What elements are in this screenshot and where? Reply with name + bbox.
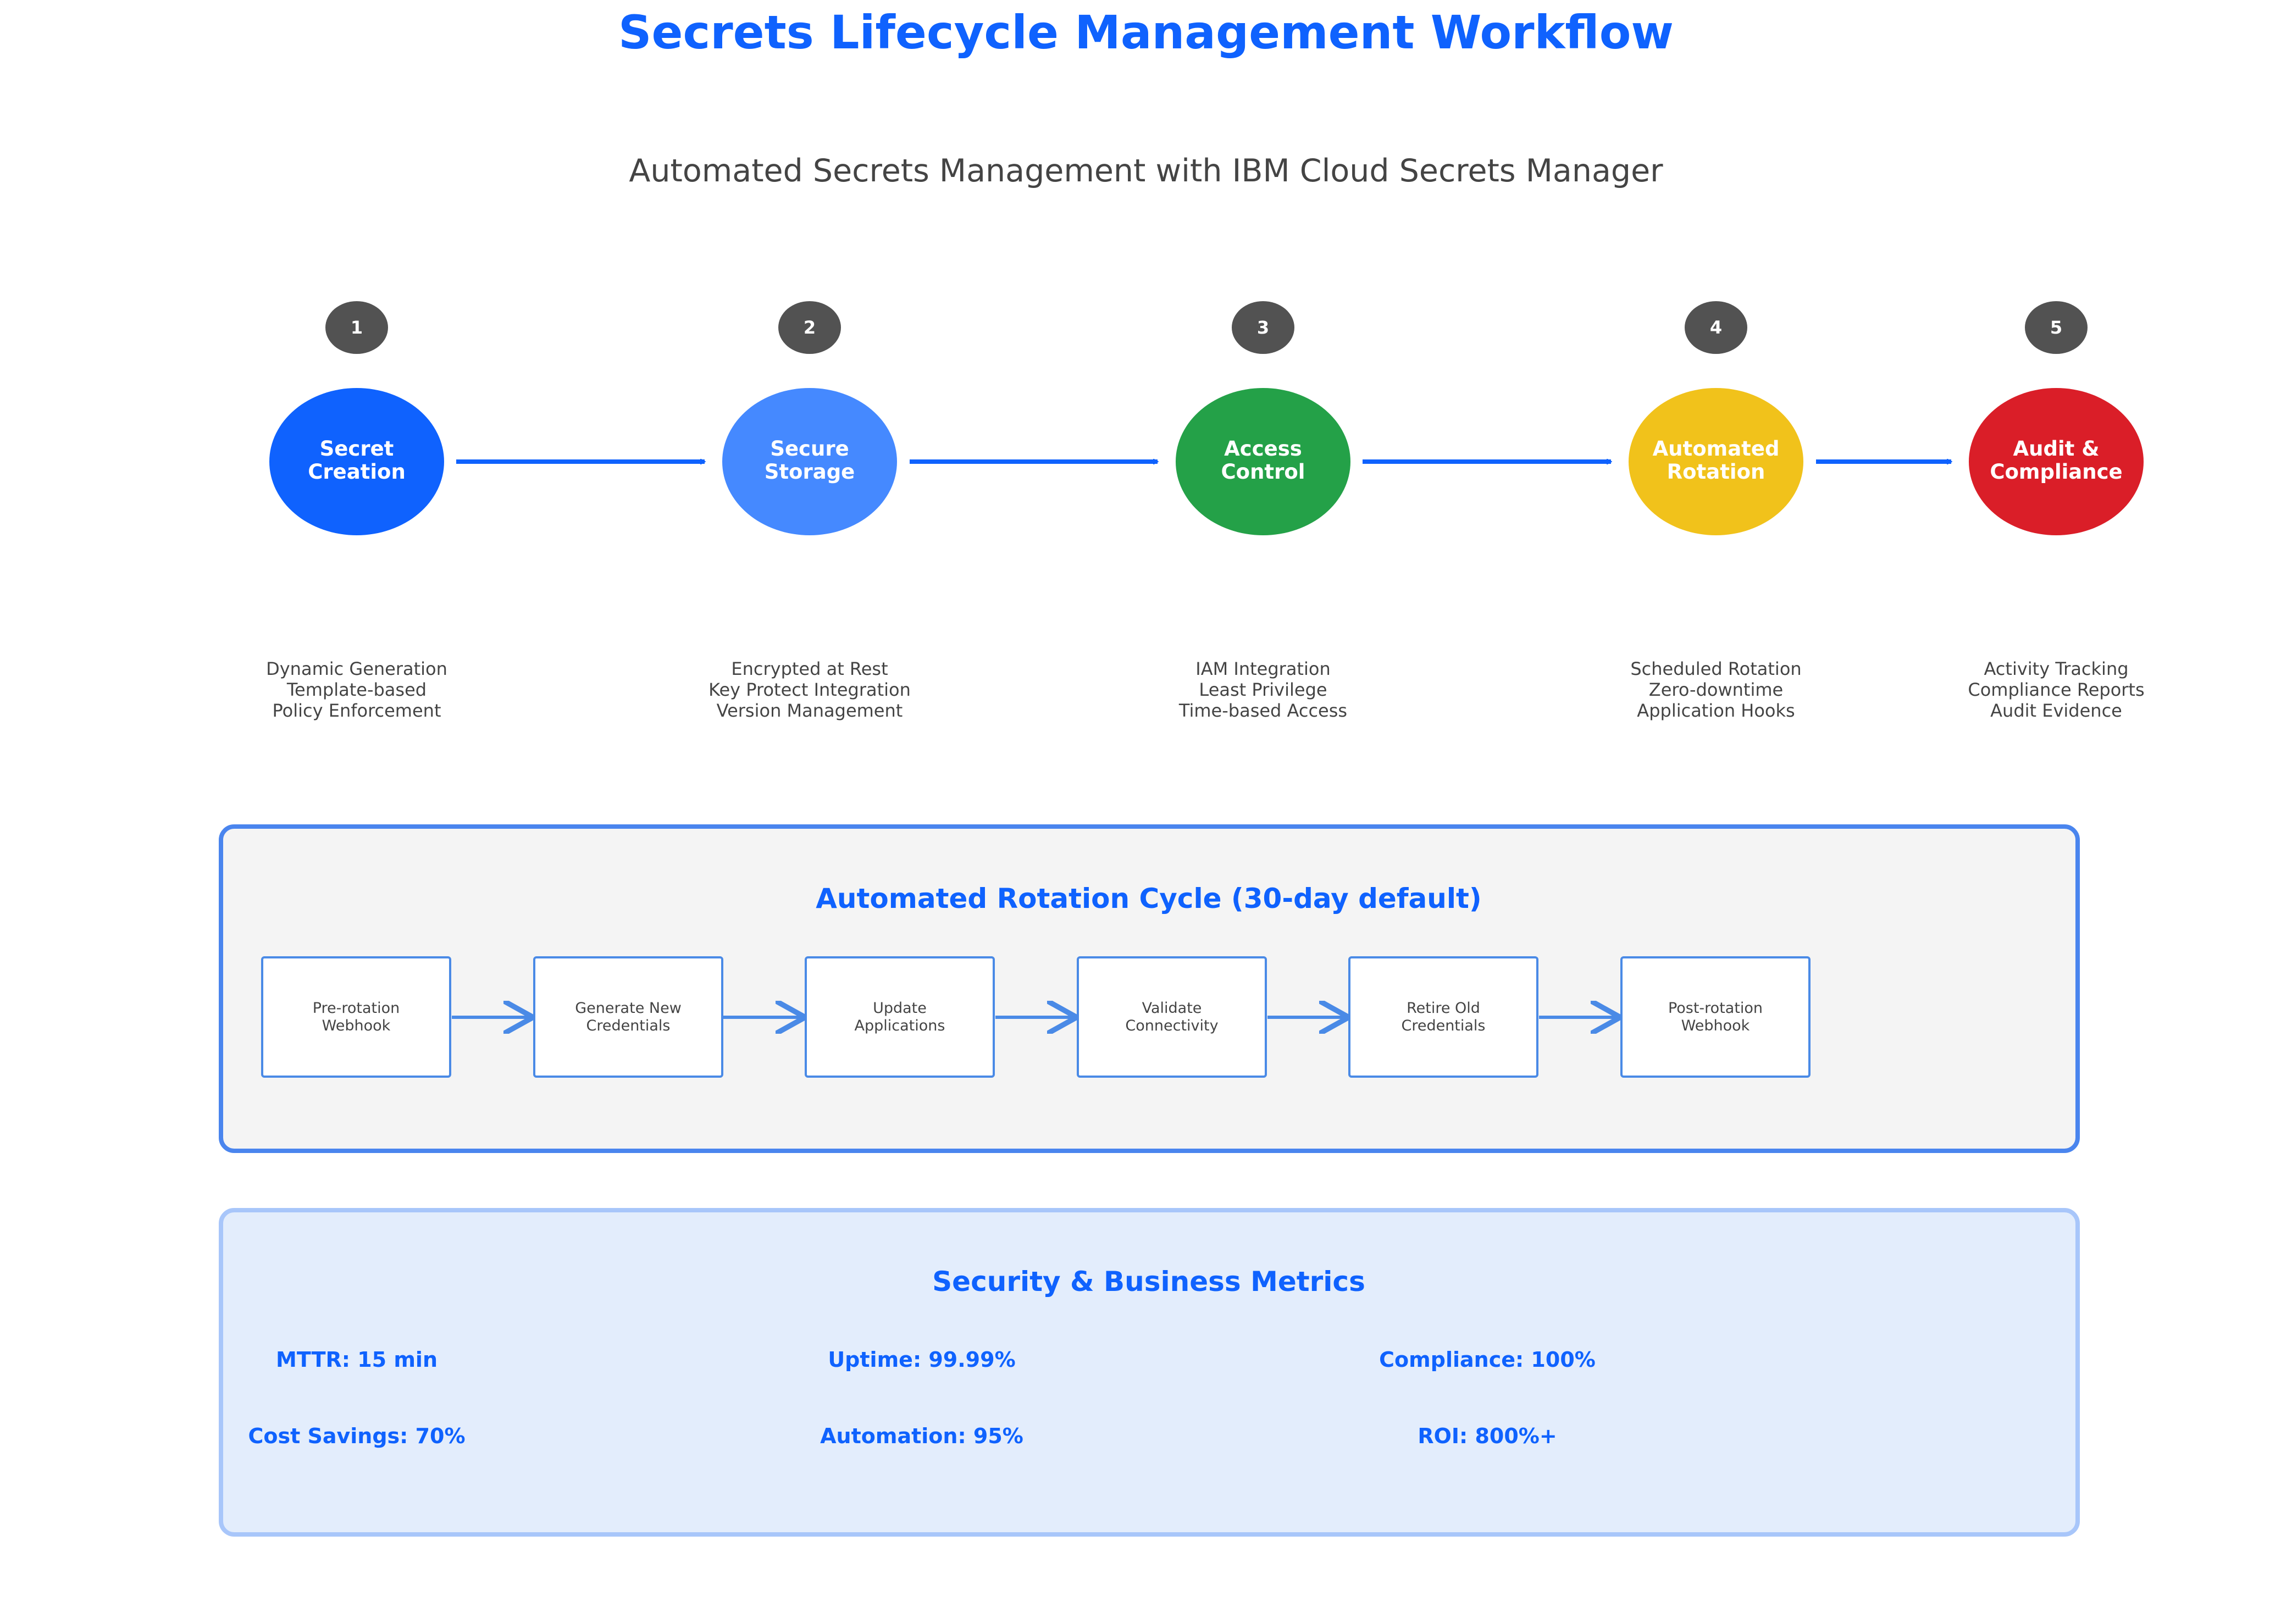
step-description-3: IAM Integration Least Privilege Time-bas…: [1109, 658, 1417, 721]
step-number-4: 4: [1709, 317, 1723, 338]
step-badge-2: [778, 301, 841, 354]
description-line: Zero-downtime: [1648, 679, 1784, 700]
rotation-step-line: Post-rotation: [1668, 999, 1763, 1017]
description-line: Audit Evidence: [1990, 700, 2122, 721]
description-line: IAM Integration: [1195, 658, 1331, 679]
description-line: Policy Enforcement: [272, 700, 441, 721]
step-description-4: Scheduled Rotation Zero-downtime Applica…: [1562, 658, 1870, 721]
page-subtitle: Automated Secrets Management with IBM Cl…: [629, 153, 1663, 189]
step-label-line: Secure: [770, 437, 849, 461]
rotation-step-line: Update: [873, 999, 927, 1017]
step-badge-3: [1232, 301, 1294, 354]
step-circle-secret-creation: [269, 388, 444, 535]
step-circle-audit-compliance: [1969, 388, 2144, 535]
step-number-1: 1: [350, 317, 363, 338]
step-label-line: Audit &: [2013, 437, 2100, 461]
metric-automation: Automation: 95%: [820, 1424, 1023, 1448]
description-line: Key Protect Integration: [708, 679, 911, 700]
description-line: Encrypted at Rest: [731, 658, 888, 679]
description-line: Scheduled Rotation: [1630, 658, 1802, 679]
step-label-line: Secret: [319, 437, 394, 461]
step-label-line: Access: [1224, 437, 1302, 461]
metric-cost-savings: Cost Savings: 70%: [248, 1424, 466, 1448]
rotation-step-line: Credentials: [1401, 1017, 1486, 1034]
page-title: Secrets Lifecycle Management Workflow: [618, 5, 1674, 59]
rotation-step-line: Pre-rotation: [312, 999, 400, 1017]
rotation-step-line: Credentials: [586, 1017, 671, 1034]
metrics-panel-title: Security & Business Metrics: [932, 1266, 1365, 1298]
rotation-step-line: Connectivity: [1125, 1017, 1219, 1034]
description-line: Version Management: [716, 700, 903, 721]
step-circle-secure-storage: [722, 388, 897, 535]
rotation-panel-title: Automated Rotation Cycle (30-day default…: [816, 883, 1482, 914]
rotation-step-line: Retire Old: [1407, 999, 1480, 1017]
step-number-3: 3: [1256, 317, 1270, 338]
step-label-line: Control: [1221, 460, 1305, 484]
step-label-line: Compliance: [1990, 460, 2123, 484]
metric-roi: ROI: 800%+: [1418, 1424, 1557, 1448]
step-label-line: Storage: [764, 460, 855, 484]
step-circle-access-control: [1176, 388, 1350, 535]
description-line: Activity Tracking: [1984, 658, 2129, 679]
step-number-5: 5: [2050, 317, 2063, 338]
step-label-audit-compliance: Audit &Compliance: [1968, 437, 2144, 484]
step-label-line: Automated: [1652, 437, 1780, 461]
step-badge-1: [325, 301, 388, 354]
rotation-step-line: Webhook: [1681, 1017, 1750, 1034]
description-line: Application Hooks: [1637, 700, 1795, 721]
description-line: Template-based: [286, 679, 427, 700]
description-line: Least Privilege: [1199, 679, 1327, 700]
step-label-line: Creation: [308, 460, 406, 484]
step-number-2: 2: [803, 317, 816, 338]
metric-compliance: Compliance: 100%: [1379, 1348, 1596, 1372]
description-line: Compliance Reports: [1968, 679, 2145, 700]
metrics-panel: [219, 1208, 2080, 1537]
step-badge-5: [2025, 301, 2088, 354]
rotation-step-line: Applications: [854, 1017, 945, 1034]
step-description-2: Encrypted at Rest Key Protect Integratio…: [656, 658, 964, 721]
description-line: Dynamic Generation: [266, 658, 447, 679]
step-badge-4: [1685, 301, 1747, 354]
rotation-step-line: Validate: [1142, 999, 1202, 1017]
description-line: Time-based Access: [1178, 700, 1348, 721]
step-description-5: Activity Tracking Compliance Reports Aud…: [1902, 658, 2210, 721]
step-circle-automated-rotation: [1629, 388, 1803, 535]
step-label-line: Rotation: [1667, 460, 1765, 484]
rotation-step-line: Webhook: [322, 1017, 391, 1034]
step-description-1: Dynamic Generation Template-based Policy…: [203, 658, 511, 721]
rotation-step-line: Generate New: [575, 999, 682, 1017]
metric-mttr: MTTR: 15 min: [276, 1348, 438, 1372]
metric-uptime: Uptime: 99.99%: [828, 1348, 1016, 1372]
